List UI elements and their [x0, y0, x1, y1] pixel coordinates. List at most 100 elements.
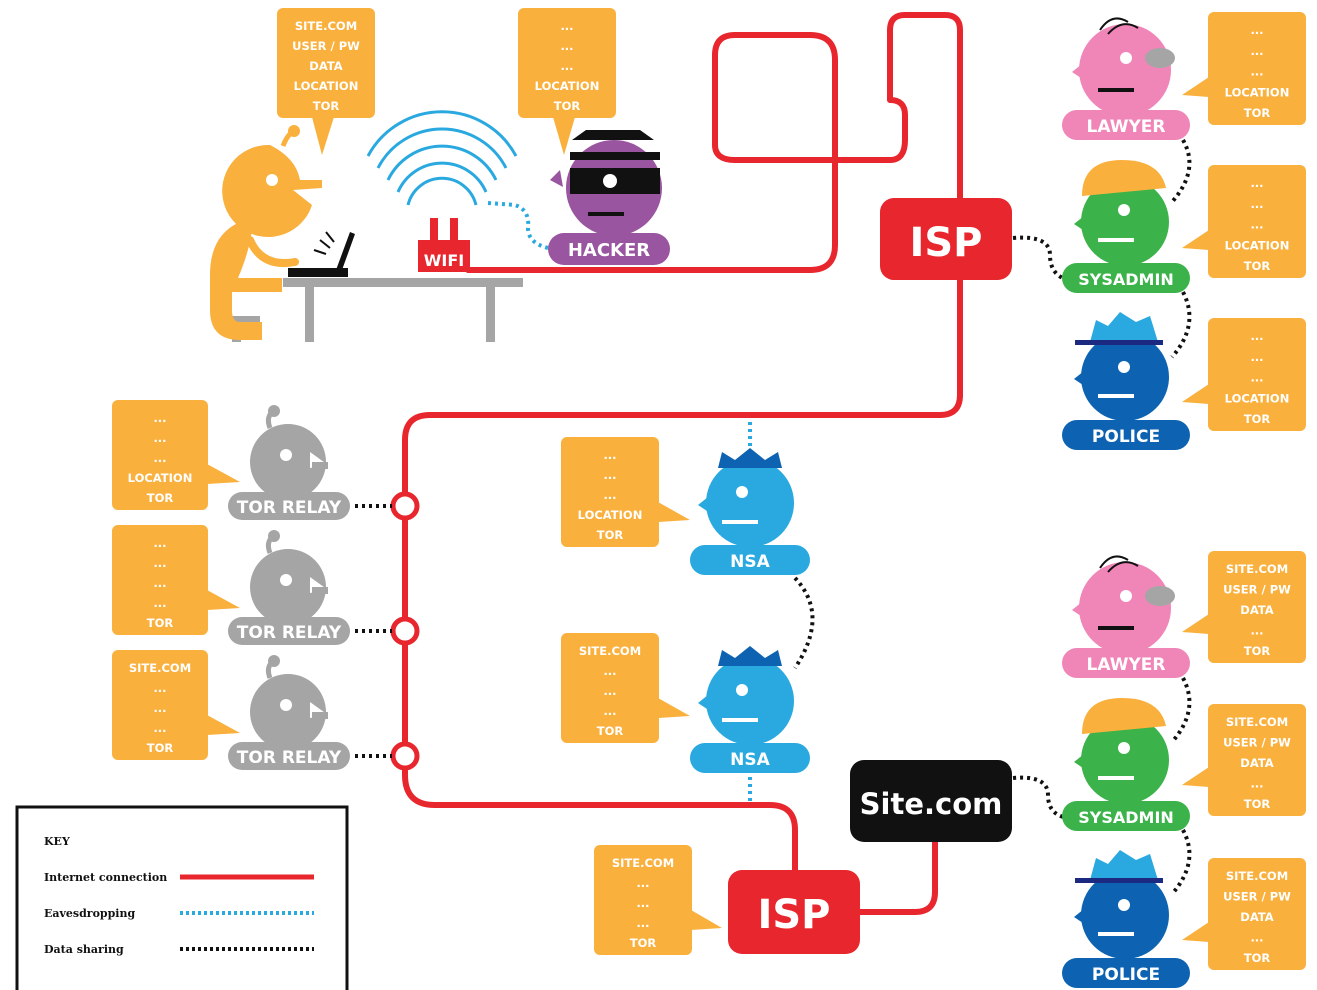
desk-top	[283, 278, 523, 287]
bubble-line: USER / PW	[1223, 583, 1291, 597]
desk-leg-left	[305, 287, 314, 342]
bubble-line: SITE.COM	[1226, 715, 1288, 729]
bubble-line: TOR	[147, 616, 174, 630]
user-arm	[246, 236, 299, 267]
bubble-box	[594, 845, 692, 955]
relay-1-label: TOR RELAY	[237, 498, 342, 518]
bubble-line: TOR	[1244, 951, 1271, 965]
bubble-line: ...	[153, 451, 166, 465]
info-bubbles: SITE.COM USER / PW DATA LOCATION TOR........…	[112, 8, 1306, 970]
bubble-line: ...	[1250, 371, 1263, 385]
bubble-line: ...	[603, 704, 616, 718]
bubble-line: LOCATION	[535, 79, 600, 93]
lawyer-top: LAWYER	[1062, 17, 1190, 140]
bubble-line: TOR	[1244, 259, 1271, 273]
bubble-line: SITE.COM	[295, 19, 357, 33]
key-eaves-label: Eavesdropping	[44, 907, 135, 920]
police-bottom: POLICE	[1062, 850, 1190, 988]
bubble-box	[561, 633, 659, 743]
lawyer-sysadmin-share-top	[1170, 139, 1192, 204]
user-antenna-tip	[288, 125, 300, 137]
bubble-line: SITE.COM	[612, 856, 674, 870]
relay-node-1	[390, 491, 420, 521]
internet-connection-lines	[402, 12, 963, 915]
lawyer-top-label: LAWYER	[1087, 117, 1166, 137]
bubble-line: TOR	[1244, 412, 1271, 426]
bubble-tail	[207, 590, 240, 610]
bubble-line: TOR	[147, 741, 174, 755]
key-internet-label: Internet connection	[44, 871, 167, 884]
isp-top-box: ISP	[880, 198, 1012, 280]
bubble-isp-bottom: SITE.COM.........TOR	[594, 845, 722, 955]
bubble-box	[1208, 551, 1306, 663]
hacker-character: HACKER	[548, 130, 670, 265]
bubble-nsa-bottom: SITE.COM.........TOR	[561, 633, 690, 743]
bubble-tail	[312, 117, 334, 155]
bubble-box	[112, 650, 208, 760]
site-box: Site.com	[850, 760, 1012, 842]
lawyer-bottom-label: LAWYER	[1087, 655, 1166, 675]
isp-bottom-label: ISP	[757, 892, 830, 938]
bubble-box	[561, 437, 659, 547]
bubble-relay-3: SITE.COM.........TOR	[112, 650, 240, 760]
bubble-line: ...	[1250, 777, 1263, 791]
bubble-line: LOCATION	[1225, 85, 1290, 99]
legend-key: KEY Internet connection Eavesdropping Da…	[15, 805, 349, 990]
bubble-line: TOR	[1244, 106, 1271, 120]
bubble-line: LOCATION	[578, 508, 643, 522]
bubble-tail	[1182, 384, 1209, 404]
bubble-tail	[1182, 77, 1209, 97]
bubble-line: ...	[560, 39, 573, 53]
bubble-tail	[658, 698, 690, 718]
police-top: POLICE	[1062, 312, 1190, 450]
nsa-top: NSA	[690, 448, 810, 575]
sysadmin-top: SYSADMIN	[1062, 160, 1190, 293]
bubble-line: ...	[153, 431, 166, 445]
relay-nodes	[390, 491, 420, 771]
bubble-tail	[1182, 922, 1209, 942]
user-at-desk	[210, 125, 523, 342]
wifi-label: WIFI	[424, 251, 464, 270]
bubble-line: ...	[153, 596, 166, 610]
wifi-signal-icon	[366, 110, 518, 206]
bubble-line: ...	[1250, 624, 1263, 638]
bubble-box	[112, 400, 208, 510]
bubble-line: USER / PW	[292, 39, 360, 53]
bubble-line: DATA	[1240, 910, 1274, 924]
tor-relay-2: TOR RELAY	[228, 530, 350, 645]
sysadmin-police-share-bottom	[1170, 829, 1192, 896]
bubble-line: ...	[636, 876, 649, 890]
user-head	[222, 144, 322, 237]
bubble-line: ...	[153, 701, 166, 715]
bubble-tail	[207, 464, 240, 484]
bubble-tail	[1182, 230, 1209, 250]
bubble-line: ...	[1250, 329, 1263, 343]
bubble-line: ...	[153, 681, 166, 695]
bubble-line: ...	[560, 19, 573, 33]
isp-top-share-line	[1012, 235, 1069, 282]
isp-to-site-line	[857, 837, 938, 915]
tor-relay-1: TOR RELAY	[228, 405, 350, 520]
bubble-line: USER / PW	[1223, 736, 1291, 750]
bubble-line: SITE.COM	[1226, 562, 1288, 576]
bubble-line: TOR	[1244, 797, 1271, 811]
user-body	[210, 222, 282, 340]
bubble-line: LOCATION	[1225, 238, 1290, 252]
bubble-tail	[1182, 767, 1209, 787]
bubble-line: ...	[1250, 65, 1263, 79]
wifi-to-isp-line	[465, 12, 963, 273]
laptop-screen	[336, 232, 355, 270]
bubble-line: ...	[603, 664, 616, 678]
bubble-box	[112, 525, 208, 635]
nsa-bottom-label: NSA	[730, 750, 770, 770]
bubble-line: ...	[1250, 23, 1263, 37]
wifi-router: WIFI	[418, 218, 470, 272]
bubble-line: TOR	[313, 99, 340, 113]
bubble-line: ...	[636, 916, 649, 930]
bubble-line: DATA	[1240, 603, 1274, 617]
